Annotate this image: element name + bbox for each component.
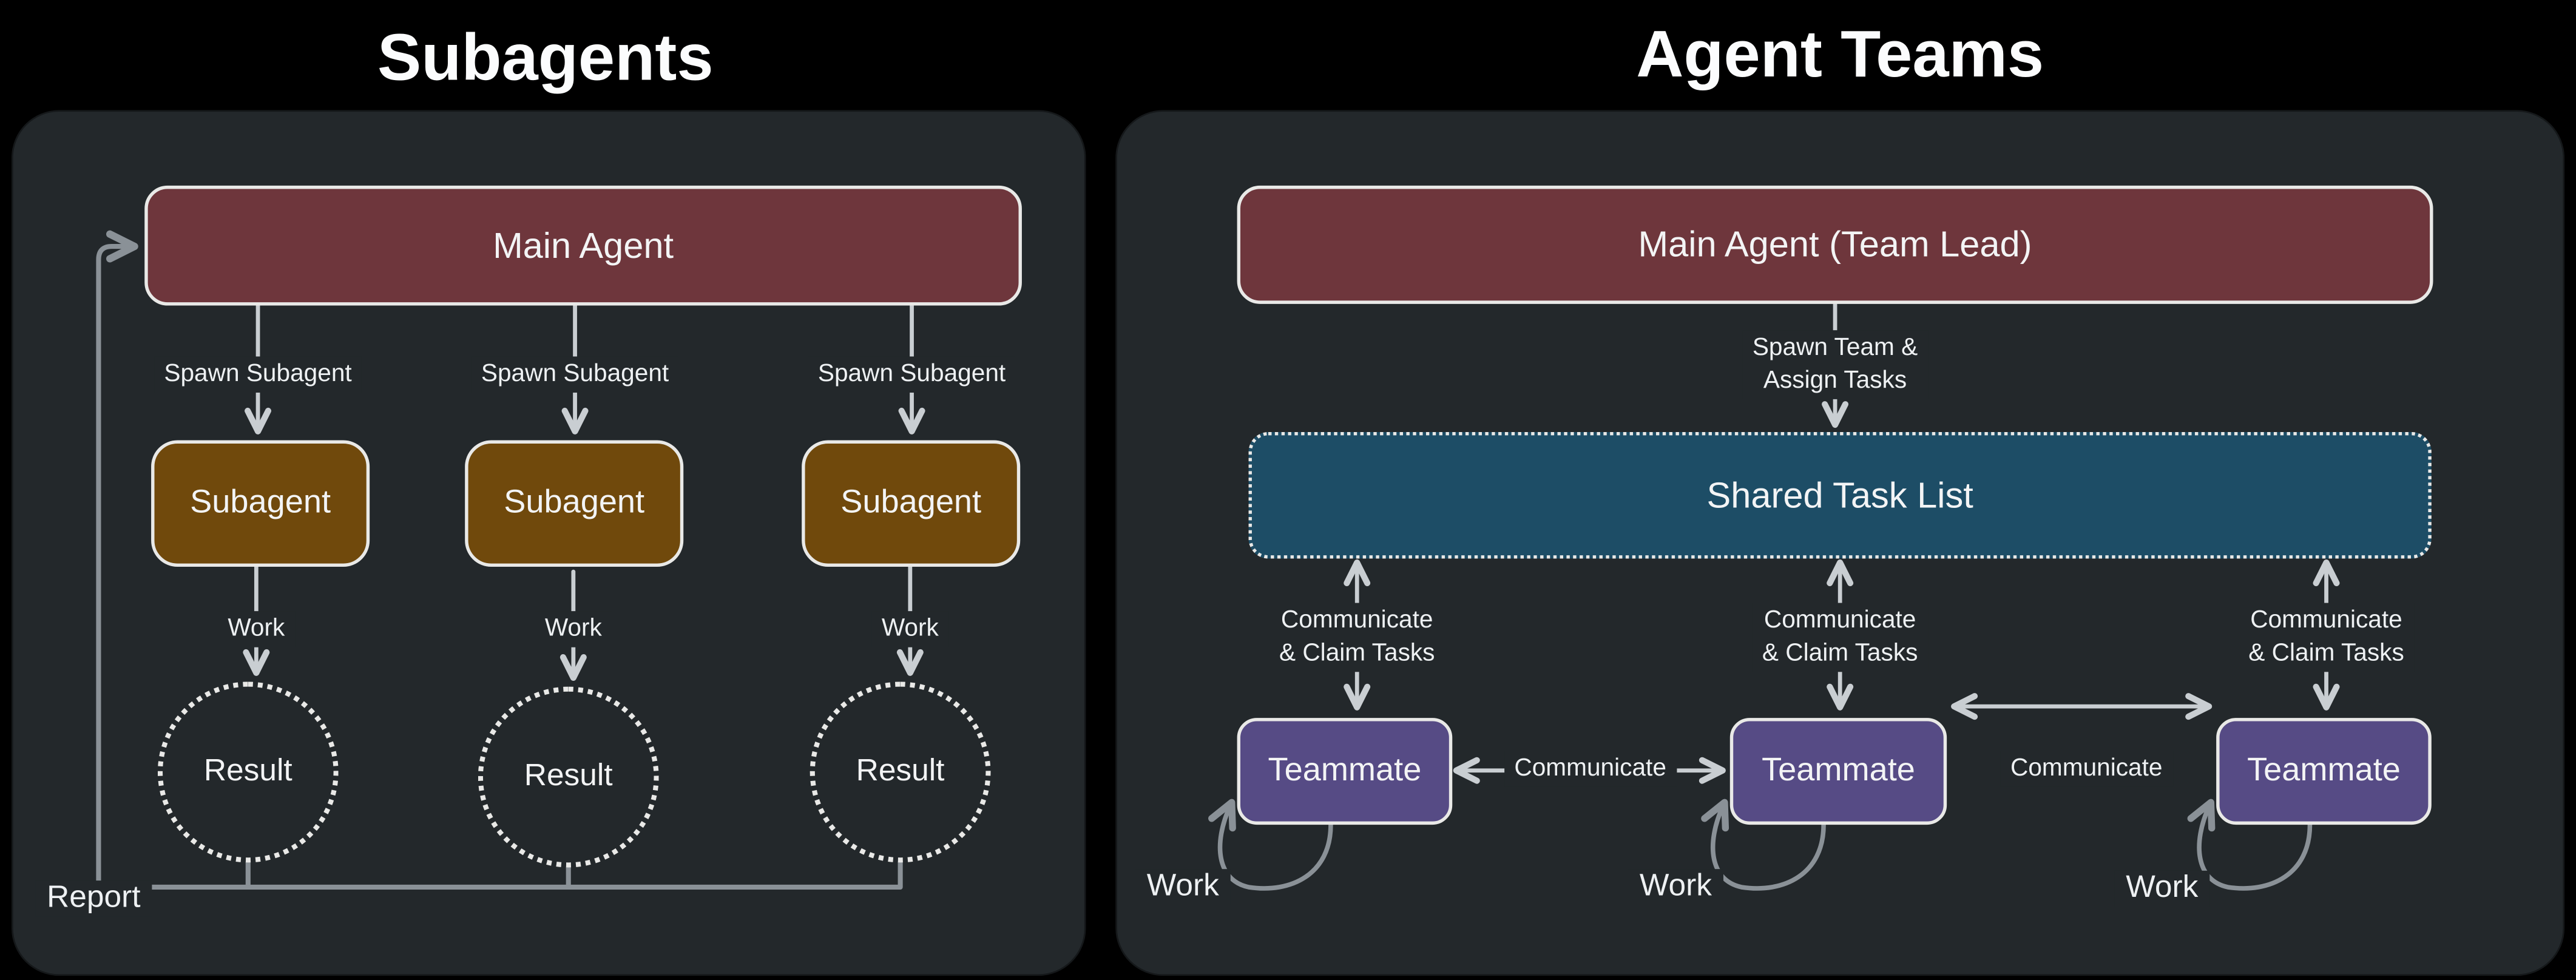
result-label-3: Result bbox=[856, 754, 945, 789]
main-agent-node: Main Agent bbox=[144, 185, 1022, 306]
subagents-title: Subagents bbox=[377, 22, 714, 95]
claim-label-2-line2: & Claim Tasks bbox=[1762, 639, 1918, 667]
claim-label-3-line1: Communicate bbox=[2250, 606, 2402, 635]
claim-label-2: Communicate & Claim Tasks bbox=[1752, 603, 1928, 672]
teammate-label-3: Teammate bbox=[2247, 752, 2401, 789]
work-loop-2 bbox=[1701, 799, 1826, 891]
result-node-3: Result bbox=[810, 681, 991, 863]
result-node-2: Result bbox=[478, 686, 659, 868]
report-arrow bbox=[96, 246, 903, 890]
subagent-label-1: Subagent bbox=[190, 484, 331, 521]
subagent-node-3: Subagent bbox=[802, 440, 1021, 567]
claim-label-3-line2: & Claim Tasks bbox=[2248, 639, 2404, 667]
report-label: Report bbox=[35, 880, 152, 917]
agent-teams-title: Agent Teams bbox=[1636, 19, 2044, 92]
claim-label-2-line1: Communicate bbox=[1763, 606, 1916, 635]
main-agent-label: Main Agent bbox=[493, 224, 674, 266]
work-label-2: Work bbox=[535, 611, 612, 647]
work-label-right-3: Work bbox=[2114, 870, 2210, 907]
claim-label-3: Communicate & Claim Tasks bbox=[2239, 603, 2415, 672]
team-lead-label: Main Agent (Team Lead) bbox=[1638, 223, 2032, 265]
subagent-label-2: Subagent bbox=[504, 484, 645, 521]
result-node-1: Result bbox=[157, 681, 339, 863]
work-label-1: Work bbox=[218, 611, 295, 647]
work-loop-3 bbox=[2187, 799, 2313, 891]
claim-label-1: Communicate & Claim Tasks bbox=[1269, 603, 1445, 672]
communicate-label-1: Communicate bbox=[1504, 751, 1677, 787]
shared-task-list-node: Shared Task List bbox=[1248, 432, 2432, 559]
shared-task-list-label: Shared Task List bbox=[1706, 474, 1973, 515]
work-label-right-1: Work bbox=[1135, 869, 1231, 905]
subagent-node-1: Subagent bbox=[151, 440, 370, 567]
team-lead-node: Main Agent (Team Lead) bbox=[1237, 185, 2433, 304]
work-loop-1 bbox=[1208, 799, 1333, 891]
subagent-node-2: Subagent bbox=[465, 440, 684, 567]
teammate-label-2: Teammate bbox=[1762, 752, 1915, 789]
teammate-node-1: Teammate bbox=[1237, 718, 1453, 825]
agent-teams-panel: Main Agent (Team Lead) Spawn Team & Assi… bbox=[1117, 112, 2563, 975]
teammate-node-3: Teammate bbox=[2216, 718, 2432, 825]
subagents-panel: Main Agent Spawn Subagent Spawn Subagent… bbox=[13, 112, 1084, 975]
spawn-team-label: Spawn Team & Assign Tasks bbox=[1742, 330, 1928, 399]
result-label-1: Result bbox=[203, 754, 292, 789]
claim-label-1-line1: Communicate bbox=[1280, 606, 1433, 635]
spawn-team-label-line2: Assign Tasks bbox=[1763, 366, 1907, 394]
spawn-subagent-label-2: Spawn Subagent bbox=[471, 356, 679, 393]
work-label-3: Work bbox=[871, 611, 949, 647]
subagent-label-3: Subagent bbox=[840, 484, 982, 521]
work-label-right-2: Work bbox=[1628, 869, 1723, 905]
spawn-subagent-label-3: Spawn Subagent bbox=[808, 356, 1016, 393]
result-label-2: Result bbox=[524, 759, 613, 794]
communicate-label-2: Communicate bbox=[2000, 751, 2172, 787]
spawn-team-label-line1: Spawn Team & bbox=[1752, 333, 1918, 362]
teammate-node-2: Teammate bbox=[1729, 718, 1947, 825]
teammate-label-1: Teammate bbox=[1268, 752, 1422, 789]
claim-label-1-line2: & Claim Tasks bbox=[1279, 639, 1435, 667]
spawn-subagent-label-1: Spawn Subagent bbox=[154, 356, 362, 393]
